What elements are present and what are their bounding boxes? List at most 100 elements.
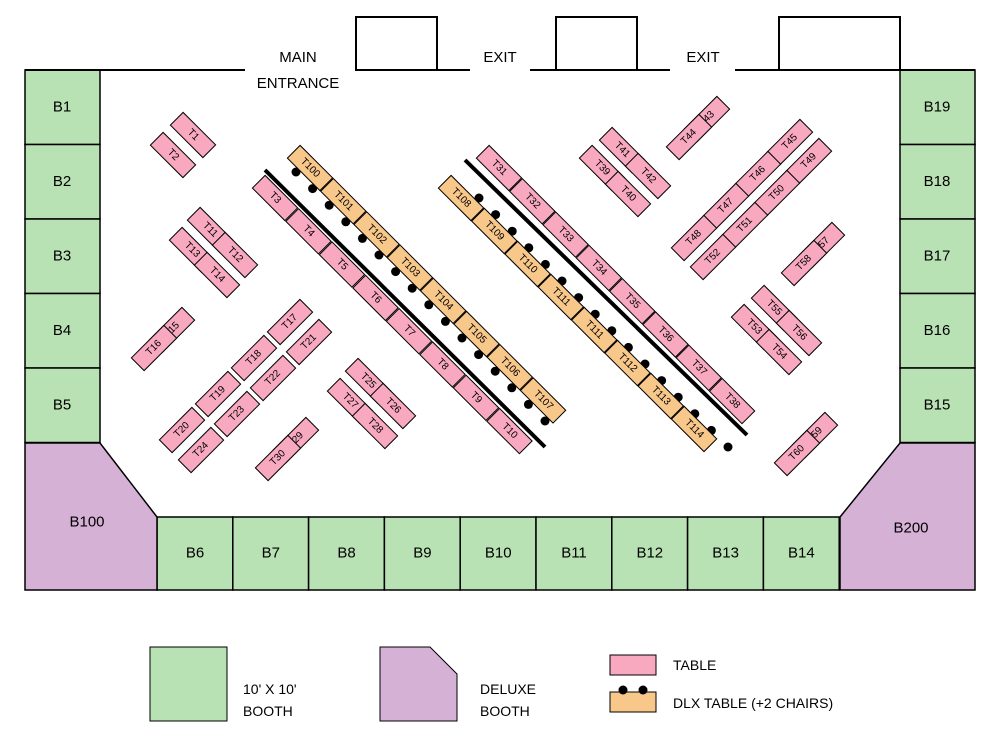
table[interactable]: T1 (169, 111, 217, 159)
table[interactable]: T16 (130, 324, 178, 372)
table[interactable]: T58 (780, 239, 828, 287)
dlx-table-shape[interactable] (519, 377, 567, 424)
booth[interactable]: B8 (307, 516, 386, 591)
dlx-table[interactable]: T112 (604, 339, 651, 387)
booth[interactable]: B1 (24, 69, 101, 146)
table-shape[interactable] (486, 407, 533, 455)
dlx-table[interactable]: T111 (537, 273, 585, 321)
booth[interactable]: B12 (611, 516, 689, 591)
table-shape[interactable] (369, 382, 417, 430)
booth[interactable]: B7 (232, 516, 310, 591)
booth-shape[interactable] (899, 69, 976, 146)
booth-shape[interactable] (307, 516, 386, 591)
booth-shape[interactable] (899, 292, 976, 369)
table[interactable]: T44 (665, 113, 713, 161)
table-shape[interactable] (642, 311, 689, 358)
table-shape[interactable] (318, 241, 366, 288)
table-shape[interactable] (604, 170, 652, 218)
booth-shape[interactable] (686, 516, 765, 591)
table-shape[interactable] (352, 274, 399, 322)
dlx-table-shape[interactable] (437, 174, 485, 222)
table[interactable]: T12 (211, 231, 259, 279)
table-shape[interactable] (670, 214, 718, 262)
table[interactable]: T9 (452, 374, 500, 422)
table-shape[interactable] (211, 231, 259, 279)
dlx-table[interactable]: T110 (504, 240, 551, 288)
table-shape[interactable] (452, 374, 500, 422)
table[interactable]: T28 (351, 402, 399, 450)
table-shape[interactable] (130, 324, 178, 372)
booth[interactable]: B3 (24, 218, 101, 295)
table[interactable]: T19 (194, 370, 242, 418)
table-shape[interactable] (177, 426, 225, 474)
table-shape[interactable] (213, 390, 261, 438)
table-shape[interactable] (351, 402, 399, 450)
dlx-table[interactable]: T111 (570, 306, 618, 354)
table-shape[interactable] (285, 207, 332, 255)
table[interactable]: T60 (773, 429, 821, 477)
table[interactable]: T34 (575, 244, 623, 292)
table[interactable]: T51 (721, 201, 769, 249)
table-shape[interactable] (249, 354, 297, 402)
table[interactable]: T30 (254, 434, 302, 482)
table[interactable]: T32 (508, 177, 556, 225)
booth-shape[interactable] (24, 69, 101, 146)
table[interactable]: T23 (213, 390, 261, 438)
table-shape[interactable] (780, 239, 828, 287)
booth[interactable]: B13 (686, 516, 765, 591)
table[interactable]: T45 (766, 118, 814, 166)
table-shape[interactable] (508, 177, 556, 225)
table-shape[interactable] (608, 277, 656, 325)
booth-shape[interactable] (899, 367, 976, 444)
booth[interactable]: B14 (762, 516, 840, 591)
booth-shape[interactable] (232, 516, 310, 591)
deluxe-booth-shape[interactable] (24, 442, 158, 591)
dlx-table-shape[interactable] (353, 211, 400, 258)
dlx-table-shape[interactable] (670, 405, 718, 453)
booth[interactable]: B4 (24, 292, 101, 369)
booth[interactable]: B19 (899, 69, 976, 146)
table[interactable]: T20 (158, 406, 206, 454)
table-shape[interactable] (251, 174, 299, 222)
booth[interactable]: B10 (459, 516, 537, 591)
booth[interactable]: B16 (899, 292, 976, 369)
dlx-table-shape[interactable] (286, 144, 334, 192)
table-shape[interactable] (689, 233, 737, 281)
table[interactable]: T6 (352, 274, 399, 322)
dlx-table[interactable]: T106 (486, 343, 534, 391)
table[interactable]: T18 (230, 334, 278, 382)
deluxe-booth-left[interactable]: B100 (24, 442, 158, 591)
table[interactable]: T10 (486, 407, 533, 455)
table[interactable]: T26 (369, 382, 417, 430)
table[interactable]: T24 (177, 426, 225, 474)
booth-shape[interactable] (762, 516, 840, 591)
dlx-table-shape[interactable] (470, 207, 518, 255)
table[interactable]: T48 (670, 214, 718, 262)
table[interactable]: T7 (385, 307, 433, 355)
table[interactable]: T8 (419, 341, 466, 388)
table[interactable]: T38 (708, 377, 756, 425)
dlx-table-shape[interactable] (537, 273, 585, 321)
table[interactable]: T40 (604, 170, 652, 218)
table-shape[interactable] (475, 144, 523, 192)
dlx-table-shape[interactable] (486, 343, 534, 391)
table-shape[interactable] (542, 211, 589, 258)
table[interactable]: T56 (775, 309, 823, 357)
table[interactable]: T14 (193, 251, 241, 299)
booth[interactable]: B9 (383, 516, 461, 591)
table[interactable]: T54 (755, 328, 803, 376)
table-shape[interactable] (708, 377, 756, 425)
dlx-table-shape[interactable] (570, 306, 618, 354)
table-shape[interactable] (575, 244, 623, 292)
table[interactable]: T46 (734, 150, 782, 198)
table-shape[interactable] (773, 429, 821, 477)
table-shape[interactable] (755, 328, 803, 376)
table[interactable]: T3 (251, 174, 299, 222)
table-shape[interactable] (675, 344, 723, 392)
dlx-table-shape[interactable] (453, 310, 500, 358)
table[interactable]: T31 (475, 144, 523, 192)
deluxe-booth-right[interactable]: B200 (839, 442, 976, 591)
table-shape[interactable] (665, 113, 713, 161)
table-shape[interactable] (194, 370, 242, 418)
booth[interactable]: B17 (899, 218, 976, 295)
